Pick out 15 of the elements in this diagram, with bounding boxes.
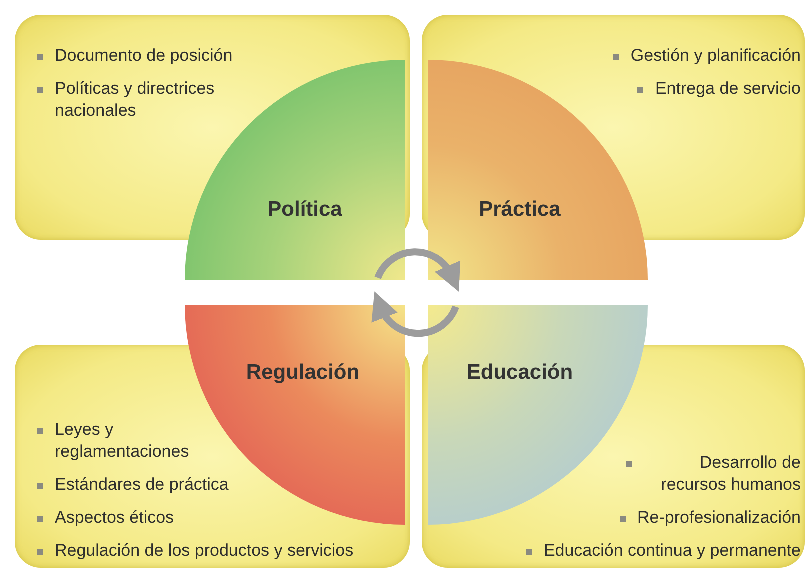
list-item: Aspectos éticos <box>55 507 174 529</box>
list-item: Educación continua y permanente <box>544 540 801 562</box>
list-item: Documento de posición <box>55 45 233 67</box>
list-item: Leyes y reglamentaciones <box>55 419 190 463</box>
list-item: Desarrollo de recursos humanos <box>660 452 801 496</box>
list-item: Estándares de práctica <box>55 474 229 496</box>
segment-title: Práctica <box>479 198 561 222</box>
segment-title: Política <box>268 198 342 222</box>
list-item: Regulación de los productos y servicios <box>55 540 354 562</box>
list-item: Gestión y planificación <box>630 45 801 67</box>
list-item: Políticas y directrices nacionales <box>55 78 216 122</box>
list-item: Re-profesionalización <box>638 507 801 529</box>
segment-title: Regulación <box>246 361 360 385</box>
list-item: Entrega de servicio <box>655 78 801 100</box>
segment-title: Educación <box>466 361 574 385</box>
